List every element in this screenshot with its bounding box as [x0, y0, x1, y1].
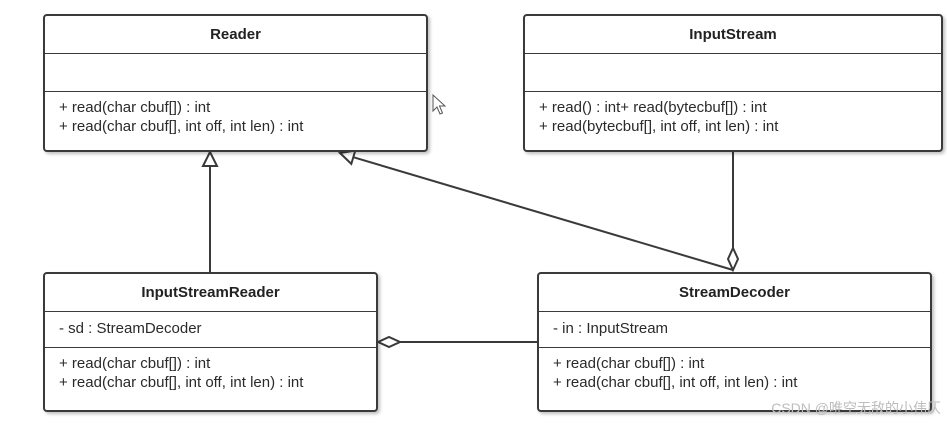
- attributes-compartment-inputstream: [525, 54, 941, 92]
- mouse-cursor-icon: [432, 94, 446, 115]
- operation-read-cbuf: + read(char cbuf[]) : int: [553, 355, 705, 372]
- class-inputstreamreader[interactable]: InputStreamReader - sd : StreamDecoder +…: [43, 272, 378, 412]
- operation-read-cbuf-off-len: + read(char cbuf[], int off, int len) : …: [59, 118, 304, 135]
- attributes-compartment-streamdecoder: - in : InputStream: [539, 312, 930, 348]
- attributes-compartment-inputstreamreader: - sd : StreamDecoder: [45, 312, 376, 348]
- class-name-inputstream: InputStream: [525, 16, 941, 54]
- operation-read-cbuf: + read(char cbuf[]) : int: [59, 99, 211, 116]
- attribute-in: - in : InputStream: [553, 320, 669, 337]
- generalization-line-streamdecoder-reader: [353, 156, 734, 271]
- operation-read-cbuf-off-len: + read(char cbuf[], int off, int len) : …: [59, 374, 304, 391]
- class-name-reader: Reader: [45, 16, 426, 54]
- operations-compartment-streamdecoder: + read(char cbuf[]) : int + read(char cb…: [539, 348, 930, 392]
- operations-compartment-inputstreamreader: + read(char cbuf[]) : int + read(char cb…: [45, 348, 376, 392]
- attribute-sd: - sd : StreamDecoder: [59, 320, 202, 337]
- operation-read-bytes-off-len: + read(bytecbuf[], int off, int len) : i…: [539, 118, 779, 135]
- class-reader[interactable]: Reader + read(char cbuf[]) : int + read(…: [43, 14, 428, 152]
- aggregation-diamond-inputstreamreader: [375, 335, 403, 349]
- class-name-inputstreamreader: InputStreamReader: [45, 274, 376, 312]
- class-name-streamdecoder: StreamDecoder: [539, 274, 930, 312]
- operations-compartment-reader: + read(char cbuf[]) : int + read(char cb…: [45, 92, 426, 136]
- aggregation-diamond-streamdecoder: [726, 245, 740, 273]
- class-streamdecoder[interactable]: StreamDecoder - in : InputStream + read(…: [537, 272, 932, 412]
- operation-read-bytes: + read() : int+ read(bytecbuf[]) : int: [539, 99, 767, 116]
- class-inputstream[interactable]: InputStream + read() : int+ read(bytecbu…: [523, 14, 943, 152]
- generalization-arrowhead-inputstreamreader: [201, 149, 219, 167]
- operation-read-cbuf: + read(char cbuf[]) : int: [59, 355, 211, 372]
- operation-read-cbuf-off-len: + read(char cbuf[], int off, int len) : …: [553, 374, 798, 391]
- operations-compartment-inputstream: + read() : int+ read(bytecbuf[]) : int +…: [525, 92, 941, 136]
- generalization-arrowhead-streamdecoder: [337, 149, 357, 166]
- attributes-compartment-reader: [45, 54, 426, 92]
- watermark: CSDN @唯空无敌的小伟仄: [771, 400, 941, 416]
